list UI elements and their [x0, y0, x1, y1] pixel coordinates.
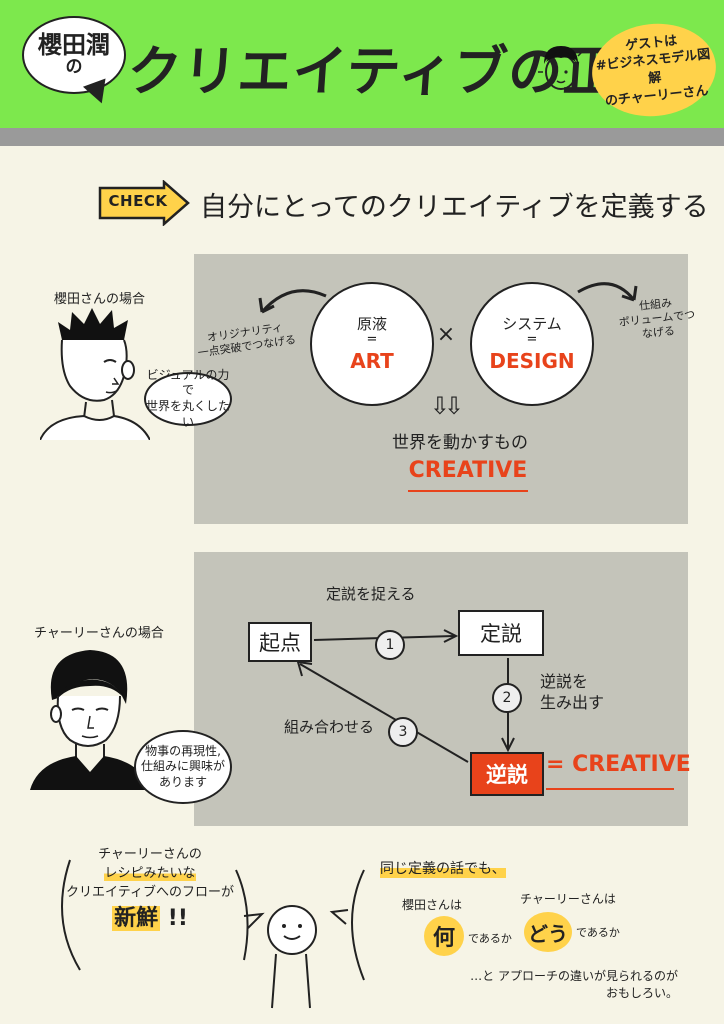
- times-symbol: ×: [436, 322, 456, 347]
- sakurai-portrait-icon: [40, 308, 150, 440]
- header-divider: [0, 128, 724, 146]
- how-word: どう: [524, 912, 572, 952]
- what-suffix: であるか: [468, 932, 512, 945]
- move-world-text: 世界を動かすもの: [392, 433, 528, 453]
- what-word: 何: [424, 916, 464, 956]
- guest-note: ゲストは #ビジネスモデル図解 のチャーリーさん: [595, 33, 711, 109]
- bottom-right-comment: 同じ定義の話でも、 櫻田さんは チャーリーさんは 何 であるか どう であるか …: [380, 858, 680, 1008]
- check-arrow-icon: [98, 180, 190, 226]
- sakurai-label: 櫻田さんの場合: [54, 292, 146, 307]
- down-arrow-icon: ⇩⇩: [429, 392, 464, 420]
- sakurai-speech-bubble: ビジュアルの力で 世界を丸くしたい: [144, 368, 232, 429]
- bottom-left-comment: チャーリーさんの レシピみたいな クリエイティブへのフローが 新鮮 !!: [60, 846, 240, 946]
- left-line-3: クリエイティブへのフローが: [66, 884, 234, 900]
- art-circle-top: 原液: [356, 315, 387, 334]
- left-line-2: レシピみたいな: [104, 865, 196, 881]
- charley-is-text: チャーリーさんは: [520, 892, 616, 906]
- fresh-word: 新鮮: [112, 905, 161, 931]
- step-2-badge: 2: [492, 683, 522, 713]
- art-circle-eq: =: [366, 331, 378, 347]
- generate-paradox-text: 逆説を 生み出す: [540, 672, 605, 712]
- stick-figure-icon: [267, 905, 317, 1009]
- left-line-1: チャーリーさんの: [98, 847, 202, 862]
- charley-label: チャーリーさんの場合: [34, 626, 164, 641]
- how-suffix: であるか: [576, 926, 620, 939]
- section-title: 自分にとってのクリエイティブを定義する: [200, 191, 709, 223]
- sakurai-is-text: 櫻田さんは: [402, 898, 463, 912]
- combine-text: 組み合わせる: [284, 718, 375, 736]
- check-label: CHECK: [108, 192, 168, 210]
- art-word: ART: [350, 348, 394, 373]
- design-circle: システム = DESIGN: [470, 282, 594, 406]
- note-system: 仕組み ボリュームでつなげる: [618, 296, 696, 341]
- author-particle: の: [65, 56, 83, 77]
- equals-creative-label: = CREATIVE: [546, 752, 691, 790]
- same-definition-text: 同じ定義の話でも、: [380, 858, 506, 878]
- step-3-badge: 3: [388, 717, 418, 747]
- approach-difference-text: …と アプローチの違いが見られるのが おもしろい。: [470, 969, 678, 1000]
- author-speech-bubble: 櫻田潤 の: [22, 16, 126, 94]
- established-theory-box: 定説: [458, 610, 544, 656]
- creative-label: CREATIVE: [408, 458, 528, 492]
- bottom-decoration: [61, 859, 365, 981]
- page-title: クリエイティブの正体: [125, 39, 676, 103]
- charley-portrait-icon: [30, 650, 150, 790]
- start-point-box: 起点: [248, 622, 312, 662]
- design-circle-top: システム: [502, 315, 562, 334]
- author-name: 櫻田潤: [38, 31, 110, 60]
- sakurai-speech-text: ビジュアルの力で 世界を丸くしたい: [146, 367, 231, 429]
- capture-theory-text: 定説を捉える: [326, 585, 416, 603]
- charley-speech-text: 物事の再現性, 仕組みに興味が あります: [140, 743, 225, 789]
- art-circle: 原液 = ART: [310, 282, 434, 406]
- step-1-badge: 1: [375, 630, 405, 660]
- design-circle-eq: =: [526, 331, 538, 347]
- design-word: DESIGN: [489, 348, 575, 373]
- fresh-bang: !!: [167, 905, 188, 931]
- paradox-box: 逆説: [470, 752, 544, 796]
- guest-face-icon: [538, 46, 583, 90]
- charley-speech-bubble: 物事の再現性, 仕組みに興味が あります: [134, 730, 232, 804]
